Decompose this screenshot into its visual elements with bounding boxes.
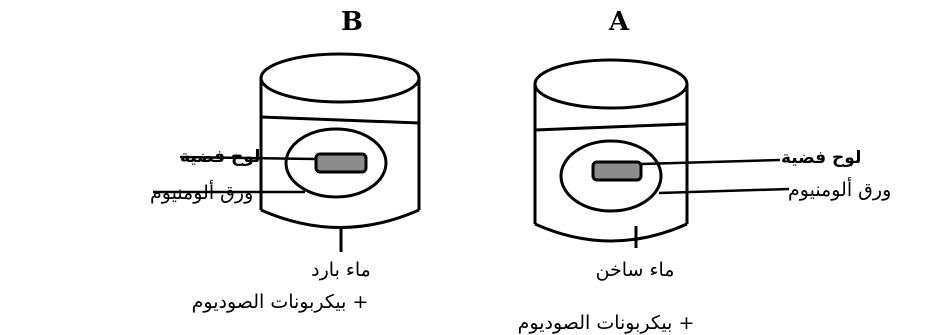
beaker-a-letter: A	[608, 7, 630, 37]
beaker-b-foil-label: ورق ألومنيوم	[150, 180, 253, 204]
beaker-b-solution-label: + بيكربونات الصوديوم	[192, 291, 369, 313]
beaker-a-plate-leader	[640, 158, 781, 166]
beaker-b-plate-leader	[179, 155, 317, 161]
beaker-a-water-level	[534, 122, 688, 132]
beaker-a-foil-label: ورق ألومنيوم	[788, 177, 891, 201]
beaker-a-foil-leader	[658, 187, 790, 195]
beaker-b-top-rim	[259, 52, 421, 104]
beaker-a-silver-plate	[591, 160, 643, 182]
beaker-b-silver-plate	[314, 152, 368, 174]
beaker-b-bottom	[260, 208, 420, 229]
beaker-b-foil-ring	[284, 127, 388, 199]
beaker-b-water-label: ماء بارد	[311, 259, 371, 281]
beaker-b-plate-label: لوح فضية	[180, 147, 260, 167]
beaker-a-plate-label: لوح فضية	[781, 148, 861, 168]
beaker-b-water-level	[260, 115, 420, 125]
beaker-a-water-label: ماء ساخن	[596, 259, 675, 281]
beaker-a-solution-label: + بيكربونات الصوديوم	[518, 312, 695, 334]
beaker-a-foil-ring	[559, 139, 663, 213]
beaker-b: B لوح فضية ورق ألومنيوم ماء بارد + بيكرب…	[150, 7, 421, 313]
beaker-b-letter: B	[341, 7, 363, 37]
beaker-a: A لوح فضية ورق ألومنيوم ماء ساخن + بيكرب…	[518, 7, 892, 334]
beaker-a-top-rim	[533, 58, 689, 110]
beaker-a-bottom	[534, 222, 688, 243]
